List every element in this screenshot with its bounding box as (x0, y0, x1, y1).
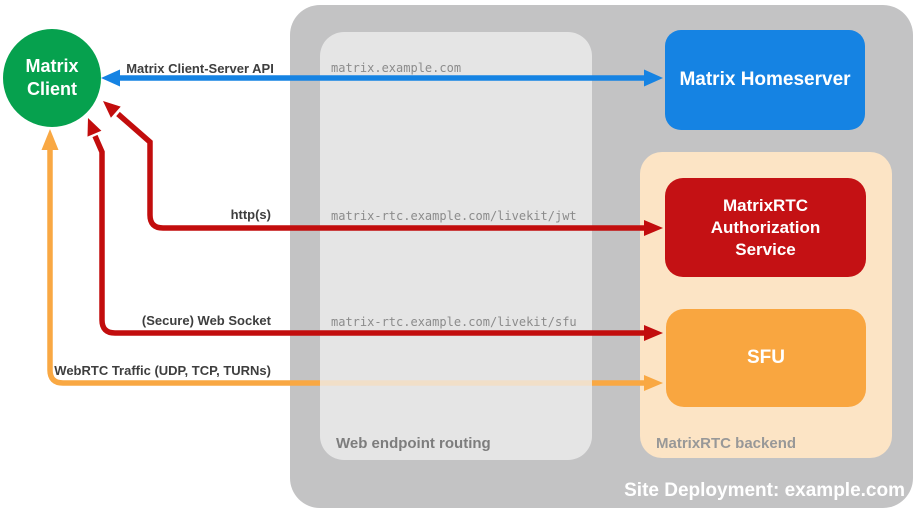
websocket-arrowhead-right-icon (644, 325, 663, 341)
webrtc-traffic-label: WebRTC Traffic (UDP, TCP, TURNs) (54, 363, 271, 378)
https-arrowhead-client-icon (103, 101, 121, 118)
webrtc-arrow-line (47, 150, 646, 386)
https-arrow-line (116, 111, 646, 231)
api-arrowhead-left-icon (101, 69, 120, 87)
websocket-arrowhead-client-icon (87, 118, 102, 137)
matrix-homeserver-node: Matrix Homeserver (665, 30, 865, 130)
site-deployment-label: Site Deployment: example.com (624, 480, 905, 501)
https-arrow (103, 101, 663, 236)
client-server-api-arrow (101, 69, 663, 87)
route-livekit-sfu: matrix-rtc.example.com/livekit/sfu (331, 315, 577, 329)
webrtc-arrowhead-right-icon (644, 375, 663, 391)
https-arrowhead-right-icon (644, 220, 663, 236)
sfu-node: SFU (666, 309, 866, 407)
web-endpoint-routing-label: Web endpoint routing (336, 435, 491, 452)
webrtc-arrowhead-up-icon (41, 129, 59, 150)
websocket-label: (Secure) Web Socket (141, 313, 271, 328)
matrix-client-node: Matrix Client (3, 29, 101, 127)
matrixrtc-backend-label: MatrixRTC backend (656, 435, 797, 452)
route-livekit-jwt: matrix-rtc.example.com/livekit/jwt (331, 209, 577, 223)
websocket-arrow-line (92, 134, 646, 336)
https-label: http(s) (230, 207, 271, 222)
route-matrix-example-com: matrix.example.com (331, 61, 462, 75)
client-server-api-label: Matrix Client-Server API (126, 61, 274, 76)
api-arrowhead-right-icon (644, 69, 663, 87)
websocket-arrow (87, 118, 663, 341)
web-endpoint-routing-container (320, 32, 592, 460)
matrixrtc-authorization-service-node: MatrixRTC Authorization Service (665, 178, 866, 277)
